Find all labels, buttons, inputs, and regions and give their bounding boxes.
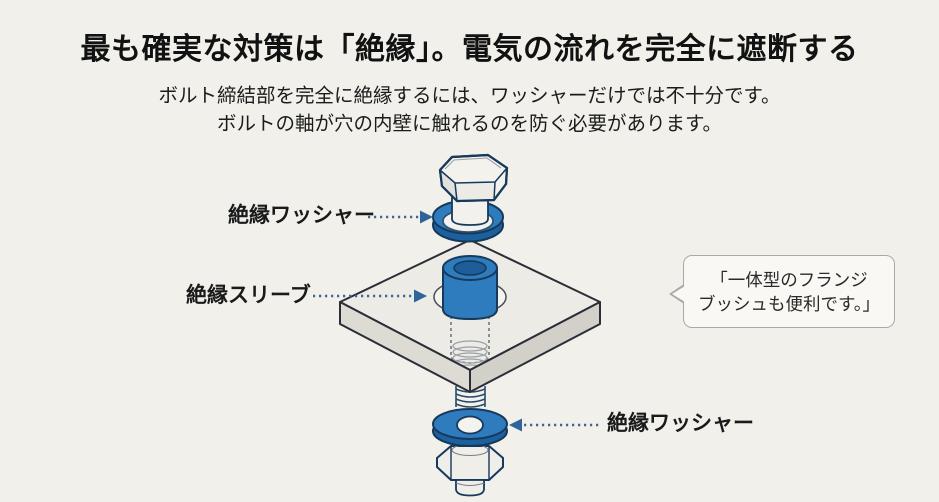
arrowhead-right-icon [420, 210, 433, 224]
plate-side-right [469, 301, 601, 393]
callout-line-2: ブッシュも便利です。」 [698, 293, 880, 314]
label-sleeve: 絶縁スリーブ [186, 284, 311, 307]
hex-nut [436, 443, 504, 481]
label-bottom-washer: 絶縁ワッシャー [607, 412, 754, 435]
label-top-washer: 絶縁ワッシャー [228, 204, 375, 227]
bolt-shank [451, 194, 489, 226]
sleeve-bore [453, 260, 487, 276]
bolt-thread-lower [455, 386, 486, 408]
slide-title: 最も確実な対策は「絶縁」。電気の流れを完全に遮断する [80, 33, 859, 66]
insulating-sleeve [442, 255, 498, 320]
bolt-tip [455, 479, 485, 497]
insulating-washer-bottom [432, 408, 508, 447]
slide-subtitle: ボルト締結部を完全に絶縁するには、ワッシャーだけでは不十分です。 ボルトの軸が穴… [0, 82, 939, 138]
callout-line-1: 「一体型のフランジ [710, 269, 868, 290]
callout-bubble: 「一体型のフランジ ブッシュも便利です。」 [669, 255, 895, 328]
leader-arrow-top-washer [368, 210, 433, 224]
subtitle-line-1: ボルト締結部を完全に絶縁するには、ワッシャーだけでは不十分です。 [158, 85, 781, 107]
arrowhead-left-icon [509, 418, 522, 432]
hex-bolt-head [438, 153, 509, 203]
subtitle-line-2: ボルトの軸が穴の内壁に触れるのを防ぐ必要があります。 [216, 113, 723, 135]
arrowhead-right-icon [414, 289, 427, 303]
leader-arrow-bottom-washer [509, 418, 601, 432]
bottom-washer-hole [456, 415, 484, 435]
leader-arrow-sleeve [313, 289, 427, 303]
